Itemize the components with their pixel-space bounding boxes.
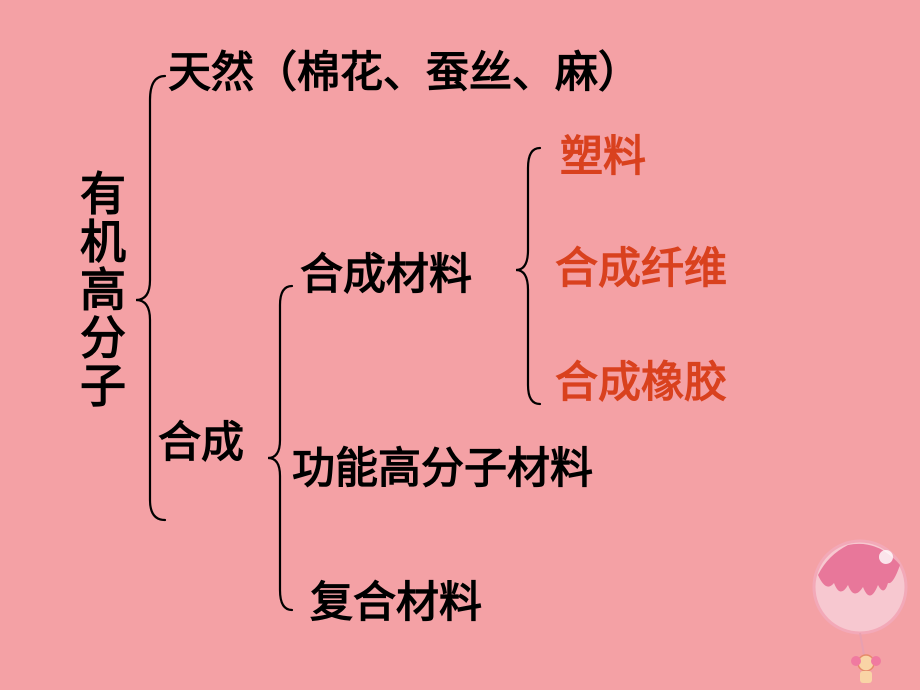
root-char: 子 [80,359,126,413]
root-label-organic-polymer: 有 机 高 分 子 [78,170,128,410]
synthetic-rubber-label: 合成橡胶 [555,358,727,408]
natural-label: 天然（棉花、蚕丝、麻） [168,48,641,98]
root-char: 机 [80,215,126,269]
root-char: 有 [80,167,126,221]
root-char: 分 [80,311,126,365]
root-char: 高 [80,263,126,317]
composite-label: 复合材料 [310,578,482,628]
synthetic-label: 合成 [158,418,244,468]
decorative-balloon-icon [812,539,908,683]
synthetic-material-brace [515,146,542,406]
synthetic-material-label: 合成材料 [300,250,472,300]
synthetic-brace [267,284,294,612]
functional-polymer-label: 功能高分子材料 [292,444,593,494]
main-brace [135,74,167,522]
plastic-label: 塑料 [560,132,646,182]
synthetic-fiber-label: 合成纤维 [555,244,727,294]
